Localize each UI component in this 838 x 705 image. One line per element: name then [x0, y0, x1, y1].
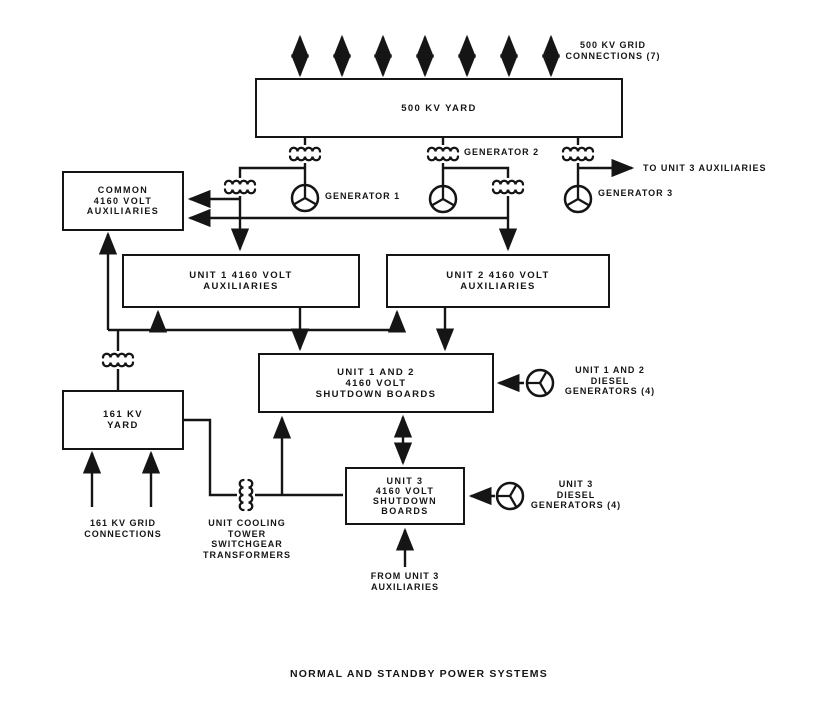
label-line: TO UNIT 3 AUXILIARIES	[643, 163, 767, 173]
transformer-icon	[559, 143, 597, 165]
label-161kv-grid-connections: 161 KV GRID CONNECTIONS	[68, 518, 178, 539]
transformer-icon	[221, 176, 259, 198]
connector-lines	[82, 34, 635, 567]
label-line: UNIT 1 AND 2	[575, 365, 645, 375]
yard161-to-unit3-line	[183, 418, 343, 497]
label-line: UNIT 1 AND 2	[337, 366, 415, 378]
diesel-generators-12-icon	[525, 368, 555, 398]
label-line: BOARDS	[381, 506, 429, 516]
diesel-generators-3-icon	[495, 481, 525, 511]
label-generator3: GENERATOR 3	[598, 188, 673, 199]
box-500kv-yard-label: 500 KV YARD	[401, 102, 477, 114]
box-unit3-shutdown: UNIT 3 4160 VOLT SHUTDOWN BOARDS	[345, 467, 465, 525]
label-line: AUXILIARIES	[370, 581, 439, 592]
label-line: SHUTDOWN BOARDS	[315, 388, 437, 400]
label-line: AUXILIARIES	[460, 281, 536, 292]
label-line: UNIT 3	[558, 479, 594, 489]
label-cooling-tower-transformers: UNIT COOLING TOWER SWITCHGEAR TRANSFORME…	[192, 518, 302, 560]
box-unit2-aux: UNIT 2 4160 VOLT AUXILIARIES	[386, 254, 610, 308]
transformer-icon	[99, 349, 137, 371]
label-line: CONNECTIONS (7)	[565, 50, 661, 61]
box-unit1-aux: UNIT 1 4160 VOLT AUXILIARIES	[122, 254, 360, 308]
label-line: UNIT 1 4160 VOLT	[189, 270, 293, 281]
label-line: 4160 VOLT	[345, 377, 407, 389]
box-shutdown-boards-12: UNIT 1 AND 2 4160 VOLT SHUTDOWN BOARDS	[258, 353, 494, 413]
label-line: YARD	[107, 420, 139, 431]
box-500kv-yard: 500 KV YARD	[255, 78, 623, 138]
generator3-icon	[563, 184, 593, 214]
label-line: COMMON	[97, 185, 149, 196]
generator1-icon	[290, 183, 320, 213]
label-diesel-generators-12: UNIT 1 AND 2 DIESEL GENERATORS (4)	[556, 365, 664, 397]
label-to-unit3-auxiliaries: TO UNIT 3 AUXILIARIES	[643, 163, 767, 174]
label-500kv-grid-connections: 500 KV GRID CONNECTIONS (7)	[558, 40, 668, 61]
label-line: 161 KV GRID	[89, 518, 157, 528]
label-line: SHUTDOWN	[372, 496, 438, 506]
label-line: GENERATOR 1	[325, 191, 401, 201]
label-diesel-generators-3: UNIT 3 DIESEL GENERATORS (4)	[522, 479, 630, 511]
label-line: TRANSFORMERS	[203, 549, 291, 560]
label-from-unit3-auxiliaries: FROM UNIT 3 AUXILIARIES	[345, 571, 465, 592]
transformer-icon	[489, 176, 527, 198]
generator2-icon	[428, 184, 458, 214]
label-line: FROM UNIT 3	[370, 571, 440, 581]
label-generator1: GENERATOR 1	[325, 191, 400, 202]
label-line: TOWER	[227, 528, 267, 539]
label-line: 4160 VOLT	[375, 486, 435, 496]
label-line: AUXILIARIES	[203, 281, 279, 292]
label-line: 500 KV GRID	[579, 40, 647, 50]
label-generator2: GENERATOR 2	[464, 147, 539, 158]
diagram-title: NORMAL AND STANDBY POWER SYSTEMS	[290, 668, 548, 680]
transformer-icon	[424, 143, 462, 165]
box-161kv-yard: 161 KV YARD	[62, 390, 184, 450]
label-line: SWITCHGEAR	[211, 539, 283, 549]
label-line: GENERATORS (4)	[530, 500, 622, 510]
label-line: 161 KV	[102, 409, 144, 420]
label-line: GENERATOR 3	[598, 188, 674, 198]
label-line: UNIT 2 4160 VOLT	[446, 270, 550, 281]
label-line: GENERATORS (4)	[564, 386, 656, 396]
label-line: UNIT COOLING	[208, 518, 286, 528]
cooling-tower-transformer-icon	[235, 476, 257, 514]
transformer-icon	[286, 143, 324, 165]
label-line: GENERATOR 2	[464, 147, 540, 157]
box-common-aux: COMMON 4160 VOLT AUXILIARIES	[62, 171, 184, 231]
label-line: DIESEL	[556, 489, 596, 500]
grid-connection-arrows	[290, 34, 561, 78]
label-line: CONNECTIONS	[84, 528, 162, 539]
label-line: DIESEL	[590, 375, 630, 386]
gen1-branch-line	[230, 166, 305, 252]
label-line: AUXILIARIES	[86, 206, 160, 217]
gen2-branch-line	[443, 166, 518, 252]
label-line: UNIT 3	[386, 476, 424, 486]
label-line: 4160 VOLT	[93, 195, 153, 206]
